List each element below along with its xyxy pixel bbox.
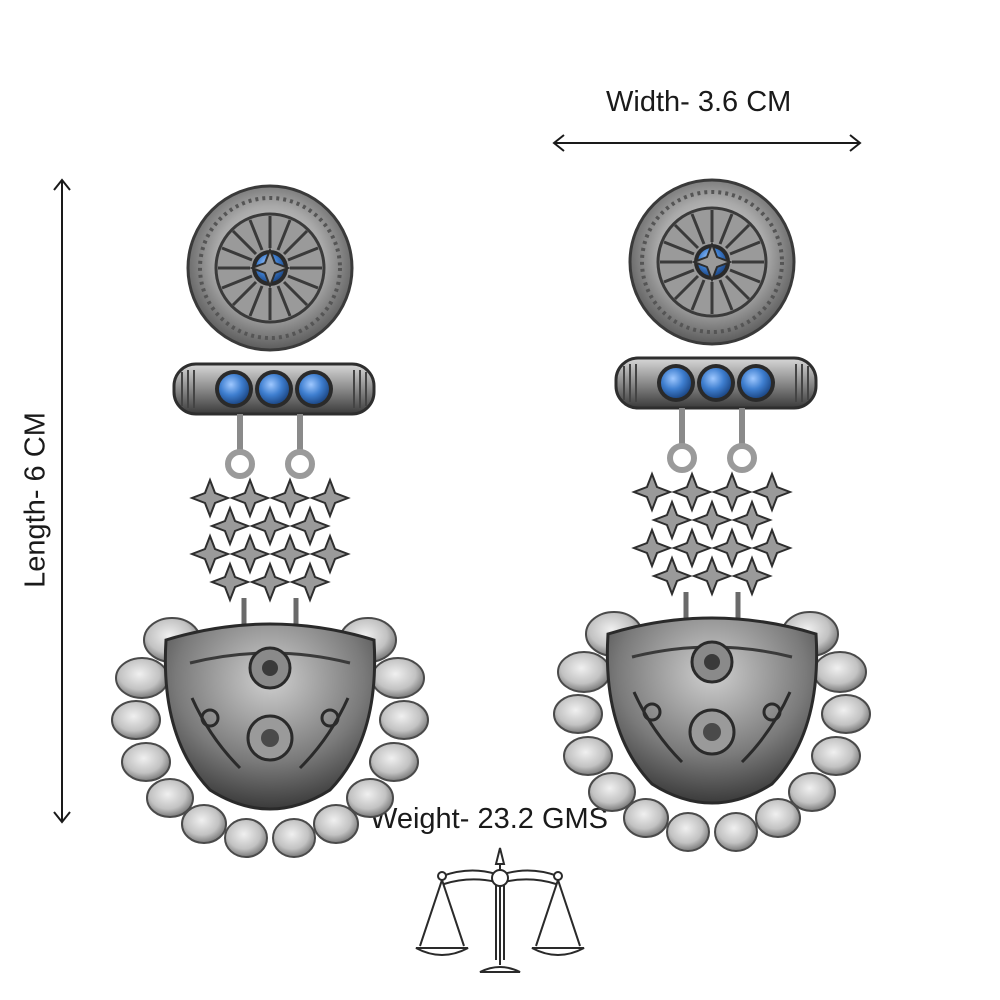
weight-label: Weight- 23.2 GMS <box>370 803 609 835</box>
right-earring <box>554 180 870 851</box>
balance-scale-icon <box>415 847 585 973</box>
length-arrow-icon <box>53 178 71 824</box>
width-arrow-icon <box>552 134 862 152</box>
width-label: Width- 3.6 CM <box>606 86 792 118</box>
left-earring <box>112 186 428 857</box>
